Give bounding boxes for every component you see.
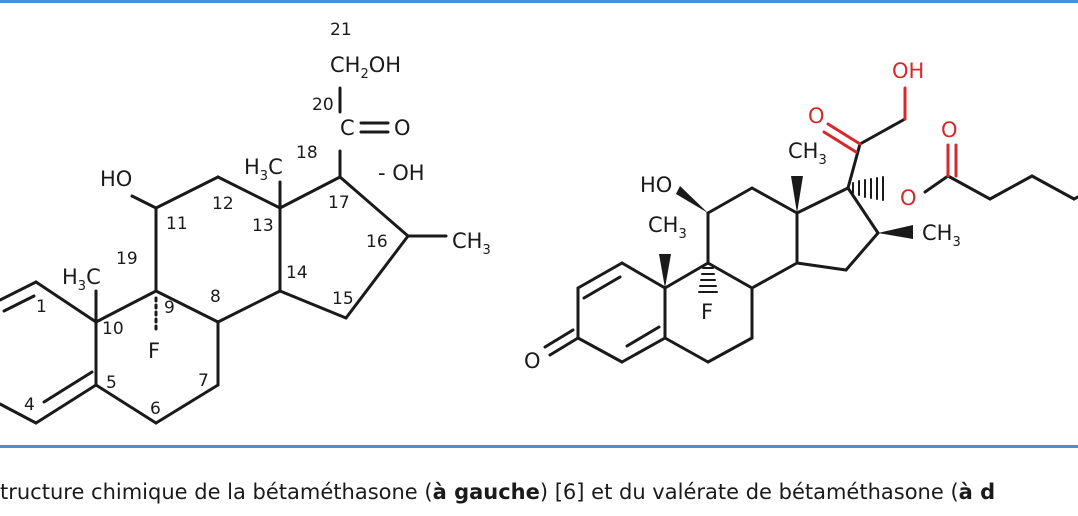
atom-number-11: 11 [166,214,188,234]
caption-bold-right: à d [958,480,996,504]
atom-number-13: 13 [252,216,274,236]
atom-number-8: 8 [210,287,221,307]
carbonyl-oxygen-label: O [394,116,411,140]
methyl-16-label: CH3 [922,221,961,250]
atom-number-9: 9 [164,298,175,318]
wedge-bonds [659,176,913,288]
ester-carbonyl-oxygen-label: O [941,118,958,142]
terminal-hydroxyl-label: OH [892,59,924,83]
atom-number-4: 4 [24,395,35,415]
fluorine-label: F [148,339,160,363]
hydroxyl-17-label: - OH [378,161,425,185]
fluorine-label: F [701,300,713,324]
methyl-16-label: CH3 [452,229,491,258]
ester-oxygen-label: O [900,186,917,210]
top-rule [0,0,1078,3]
caption-bold-left: à gauche [432,480,540,504]
methyl-13-label: H3C [244,155,283,184]
hydroxyl-11-label: HO [640,173,672,197]
atom-number-15: 15 [332,289,354,309]
methyl-13-label: CH3 [788,139,827,168]
atom-number-17: 17 [328,193,350,213]
atom-number-5: 5 [106,373,117,393]
ketone-oxygen-label: O [808,104,825,128]
carbonyl-carbon-label: C [340,116,355,140]
atom-number-18: 18 [296,143,318,163]
methyl-10-label: H3C [62,265,101,294]
atom-number-10: 10 [102,319,124,339]
caption-text-2: ) [6] et du valérate de bétaméthasone ( [539,480,959,504]
bottom-rule [0,445,1078,448]
atom-number-7: 7 [198,371,209,391]
hash-bonds [698,176,884,293]
atom-number-14: 14 [286,263,308,283]
atom-number-1: 1 [36,297,47,317]
ch2oh-label: CH2OH [330,53,401,82]
betamethasone-labels: 21 CH2OH 20 C O 18 - OH HO H3C 11 12 13 … [24,20,491,419]
figure-caption: tructure chimique de la bétaméthasone (à… [0,480,995,504]
methyl-10-label: CH3 [648,213,687,242]
atom-number-16: 16 [366,232,388,252]
atom-number-6: 6 [150,399,161,419]
ketone-3-oxygen-label: O [524,349,541,373]
betamethasone-valerate-structure [543,86,1078,364]
atom-number-21: 21 [330,20,352,40]
atom-number-20: 20 [312,95,334,115]
atom-number-12: 12 [212,194,234,214]
hydroxyl-11-label: HO [100,167,132,191]
betamethasone-structure [0,86,448,425]
atom-number-19: 19 [116,249,138,269]
betamethasone-valerate-labels: OH O O CH3 HO O CH3 CH3 F O [524,59,961,373]
chemical-structures: 21 CH2OH 20 C O 18 - OH HO H3C 11 12 13 … [0,20,1078,425]
caption-text-1: tructure chimique de la bétaméthasone ( [0,480,433,504]
